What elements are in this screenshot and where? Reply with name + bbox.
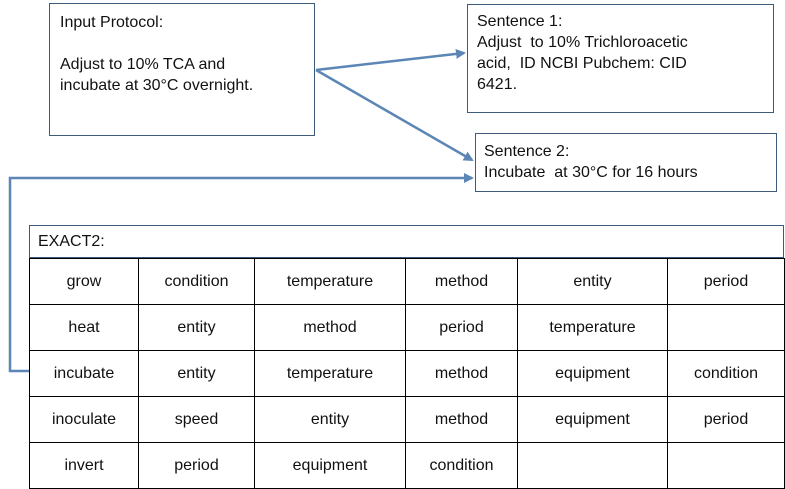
table-cell: entity bbox=[138, 304, 255, 351]
sentence2-title: Sentence 2: bbox=[484, 143, 570, 160]
table-cell: temperature bbox=[254, 258, 406, 305]
table-cell: equipment bbox=[517, 396, 668, 443]
sentence1-title: Sentence 1: bbox=[477, 13, 563, 30]
sentence2-text: Incubate at 30°C for 16 hours bbox=[484, 164, 698, 181]
table-cell: invert bbox=[29, 442, 139, 489]
table-cell: grow bbox=[29, 258, 139, 305]
table-cell bbox=[667, 442, 785, 489]
table-cell: condition bbox=[667, 350, 785, 397]
table-cell: method bbox=[254, 304, 406, 351]
table-cell: equipment bbox=[517, 350, 668, 397]
table-cell: condition bbox=[405, 442, 518, 489]
exact2-header-box: EXACT2: bbox=[29, 225, 784, 258]
table-cell: period bbox=[138, 442, 255, 489]
table-cell: period bbox=[667, 258, 785, 305]
table-cell bbox=[517, 442, 668, 489]
arrow-to-sentence2 bbox=[315, 68, 474, 162]
table-cell: method bbox=[405, 350, 518, 397]
table-cell: temperature bbox=[254, 350, 406, 397]
table-cell: heat bbox=[29, 304, 139, 351]
table-cell: inoculate bbox=[29, 396, 139, 443]
sentence1-box: Sentence 1: Adjust to 10% Trichloroaceti… bbox=[467, 4, 774, 113]
table-cell: period bbox=[667, 396, 785, 443]
table-cell: period bbox=[405, 304, 518, 351]
table-cell: entity bbox=[254, 396, 406, 443]
input-protocol-box: Input Protocol: Adjust to 10% TCA and in… bbox=[49, 3, 315, 136]
table-cell: temperature bbox=[517, 304, 668, 351]
table-cell: speed bbox=[138, 396, 255, 443]
sentence1-text: Adjust to 10% Trichloroacetic acid, ID N… bbox=[477, 34, 688, 93]
table-cell: incubate bbox=[29, 350, 139, 397]
table-cell: method bbox=[405, 258, 518, 305]
table-cell: entity bbox=[517, 258, 668, 305]
input-protocol-title: Input Protocol: bbox=[60, 14, 164, 31]
sentence2-box: Sentence 2: Incubate at 30°C for 16 hour… bbox=[475, 133, 777, 192]
table-cell: method bbox=[405, 396, 518, 443]
arrow-to-sentence1 bbox=[315, 48, 466, 72]
exact2-title: EXACT2: bbox=[38, 233, 105, 250]
table-cell: condition bbox=[138, 258, 255, 305]
table-cell: entity bbox=[138, 350, 255, 397]
arrow-incubate-to-sentence2 bbox=[8, 173, 474, 373]
input-protocol-text: Adjust to 10% TCA and incubate at 30°C o… bbox=[60, 56, 254, 94]
table-cell: equipment bbox=[254, 442, 406, 489]
table-cell bbox=[667, 304, 785, 351]
